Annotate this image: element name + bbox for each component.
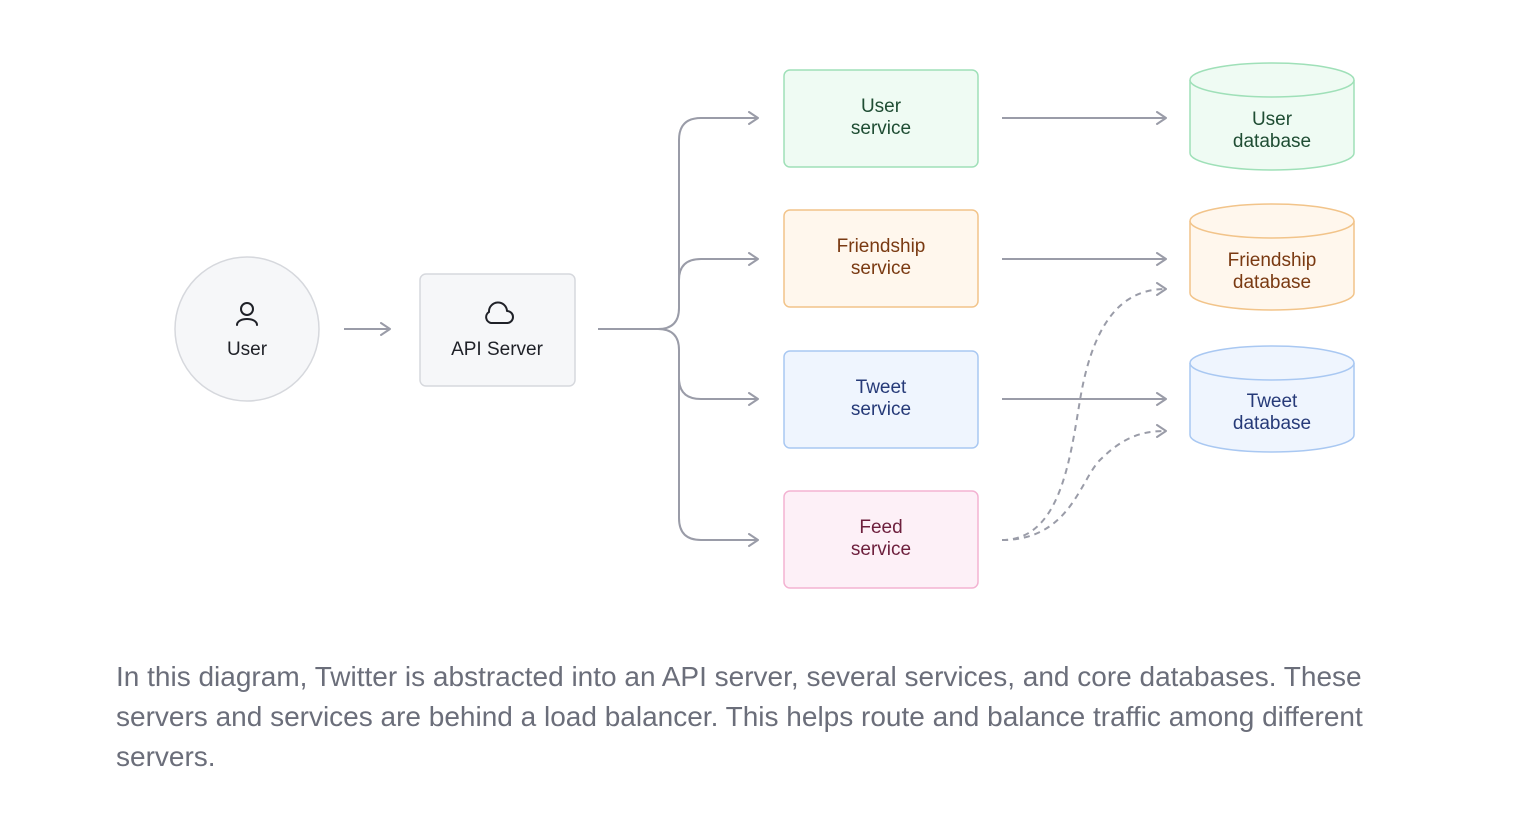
friendship-database-label-line1: Friendship [1228, 250, 1317, 271]
tweet-database-label-line1: Tweet [1247, 391, 1298, 412]
friendship-service-node: Friendship service [783, 209, 979, 308]
user-icon [236, 302, 258, 326]
cloud-icon [485, 301, 514, 324]
arrow-api-to-user-service [598, 111, 759, 330]
dashed-arrow-feed-to-friendship-db [1001, 282, 1167, 541]
user-service-label-line1: User [861, 96, 902, 117]
tweet-service-node: Tweet service [783, 350, 979, 449]
feed-service-label-line2: service [851, 539, 911, 560]
user-service-label-line2: service [851, 118, 911, 139]
arrow-api-to-friendship-service [678, 252, 759, 308]
tweet-service-label-line2: service [851, 399, 911, 420]
dashed-arrow-feed-to-tweet-db [1001, 424, 1167, 541]
feed-service-label-line1: Feed [859, 517, 902, 538]
tweet-database-label-line2: database [1233, 413, 1311, 434]
friendship-database-label-line2: database [1233, 272, 1311, 293]
friendship-service-label-line1: Friendship [837, 236, 926, 257]
friendship-service-label-line2: service [851, 258, 911, 279]
architecture-diagram: User API Server User service Friendship … [174, 62, 1355, 589]
user-label: User [227, 339, 268, 360]
tweet-service-label-line1: Tweet [856, 377, 907, 398]
tweet-database-node: Tweet database [1189, 345, 1355, 453]
user-service-node: User service [783, 69, 979, 168]
api-server-node: API Server [419, 273, 576, 387]
friendship-database-node: Friendship database [1189, 203, 1355, 311]
user-node: User [174, 256, 320, 402]
feed-service-node: Feed service [783, 490, 979, 589]
user-database-label-line2: database [1233, 131, 1311, 152]
arrow-api-to-feed-service [678, 378, 759, 547]
api-server-label: API Server [451, 339, 544, 360]
user-database-label-line1: User [1252, 109, 1293, 130]
api-branch-connectors [598, 111, 759, 547]
diagram-caption: In this diagram, Twitter is abstracted i… [116, 661, 1363, 772]
user-database-node: User database [1189, 62, 1355, 171]
arrow-api-to-tweet-service [657, 328, 759, 406]
